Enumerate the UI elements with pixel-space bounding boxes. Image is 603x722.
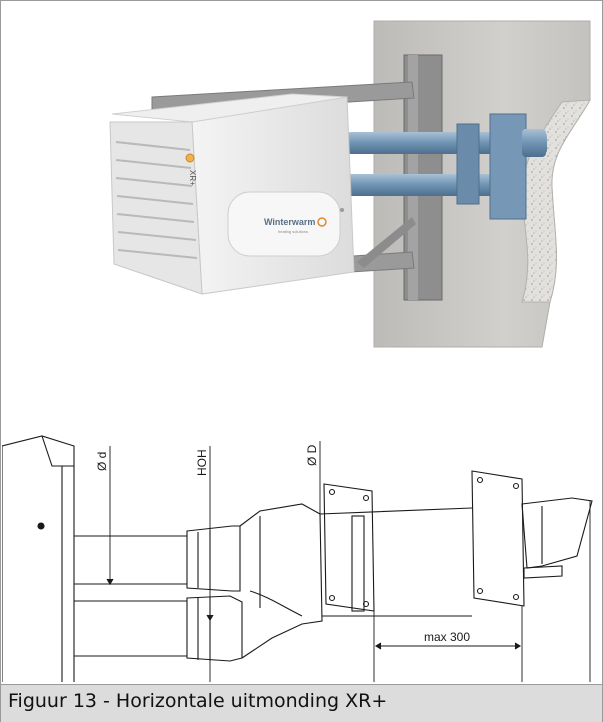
brand-subtext: heating solutions	[278, 229, 308, 234]
lower-pipe-outline	[74, 600, 187, 657]
terminal-cap	[521, 497, 593, 569]
label-small-diameter: Ø d	[95, 452, 109, 471]
heater-housing-outline	[2, 435, 75, 682]
wall-plate-right	[471, 470, 525, 607]
concentric-adapter	[239, 503, 323, 659]
figure-caption: Figuur 13 - Horizontale uitmonding XR+	[8, 690, 388, 712]
brand-label: Winterwarm	[264, 217, 315, 227]
wall-plate-left	[323, 483, 375, 612]
caption-bar: Figuur 13 - Horizontale uitmonding XR+	[1, 684, 602, 722]
label-center-distance: HOH	[195, 449, 209, 476]
model-label: XR+	[188, 170, 197, 186]
upper-pipe-outline	[74, 535, 187, 585]
burner-cover	[227, 191, 341, 257]
heater-screw-icon	[37, 522, 45, 530]
concentric-pipe	[319, 507, 473, 617]
heater-render: XR+ Winterwarm heating solutions	[109, 20, 591, 348]
label-max-length: max 300	[424, 630, 470, 644]
label-large-diameter: Ø D	[305, 444, 319, 466]
heater-front-grille	[109, 121, 203, 295]
heater-cabinet-top	[111, 93, 348, 123]
technical-drawing: Ø d HOH Ø D max 300	[2, 435, 593, 682]
brand-logo-icon	[317, 217, 327, 227]
status-lamp	[185, 153, 195, 163]
